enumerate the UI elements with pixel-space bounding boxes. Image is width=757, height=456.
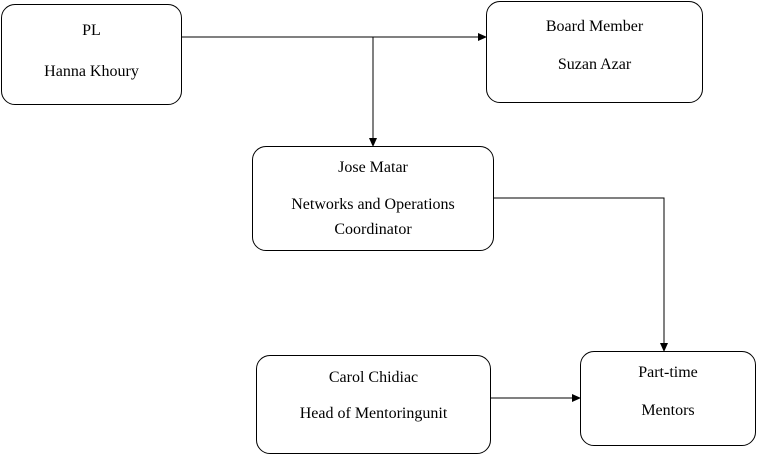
node-part-time-mentors-line2: Mentors bbox=[641, 402, 695, 419]
arrow-jose-matar-to-part-time-mentors bbox=[493, 197, 668, 352]
node-carol-chidiac-title: Head of Mentoringunit bbox=[299, 405, 448, 422]
node-carol-chidiac-name: Carol Chidiac bbox=[328, 369, 419, 386]
node-part-time-mentors-line1: Part-time bbox=[638, 364, 698, 381]
node-jose-matar-name: Jose Matar bbox=[338, 159, 408, 176]
node-part-time-mentors: Part-time Mentors bbox=[580, 351, 756, 446]
node-pl-name: Hanna Khoury bbox=[44, 63, 139, 80]
node-jose-matar: Jose Matar Networks and Operations Coord… bbox=[252, 146, 494, 251]
node-board-member-name: Suzan Azar bbox=[557, 56, 632, 73]
node-carol-chidiac: Carol Chidiac Head of Mentoringunit bbox=[256, 355, 491, 454]
node-board-member: Board Member Suzan Azar bbox=[486, 1, 703, 103]
node-board-member-role: Board Member bbox=[545, 18, 644, 35]
node-jose-matar-title-line1: Networks and Operations bbox=[291, 196, 455, 213]
node-jose-matar-title-line2: Coordinator bbox=[334, 221, 412, 238]
node-pl-role: PL bbox=[82, 22, 101, 39]
node-pl: PL Hanna Khoury bbox=[1, 4, 182, 105]
